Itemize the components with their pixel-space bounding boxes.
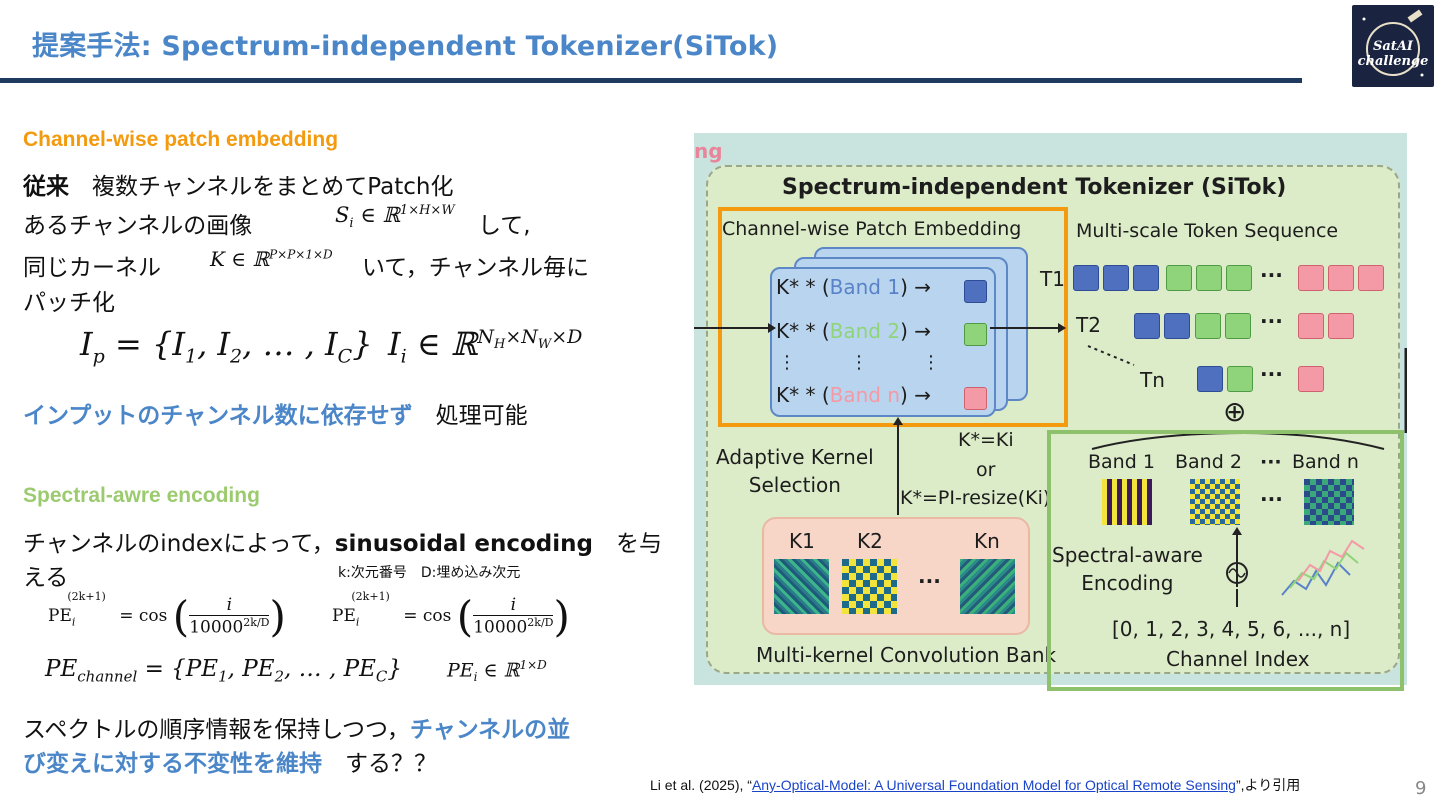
- k-math: K ∈ ℝP×P×1×D: [210, 247, 333, 271]
- kernel-dots: ···: [918, 569, 941, 593]
- concat-oplus-icon: ⊕: [1223, 395, 1247, 428]
- band2-token: [964, 323, 987, 346]
- conventional-text: 複数チャンネルをまとめてPatch化: [92, 174, 454, 200]
- sinusoidal-encoding-term: sinusoidal encoding: [334, 531, 593, 557]
- vertical-dots: ⋮ ⋮ ⋮: [778, 352, 940, 373]
- satai-challenge-logo: SatAI challenge: [1352, 5, 1434, 87]
- band1-encoding-image: [1102, 479, 1152, 525]
- sitok-figure: ng Spectrum-independent Tokenizer (SiTok…: [694, 133, 1407, 685]
- pe-channel-equation: PEchannel = {PE1, PE2, … , PEC}: [45, 656, 402, 686]
- band2-row: K* * (Band 2) →: [776, 319, 931, 343]
- spectral-encoding-highlight-box: [1047, 430, 1404, 691]
- band1-token: [964, 280, 987, 303]
- kernel-k1-label: K1: [789, 529, 815, 553]
- channel-independence-line: インプットのチャンネル数に依存せず 処理可能: [23, 396, 528, 430]
- channel-image-text: あるチャンネルの画像: [23, 213, 253, 239]
- band1-header: Band 1: [1088, 451, 1155, 473]
- patch-card-front: [770, 267, 996, 417]
- bandn-header: Band n: [1292, 451, 1359, 473]
- pe-i-equation: PEi ∈ ℝ1×D: [447, 658, 547, 685]
- figure-arrows: [694, 323, 1407, 607]
- band2-encoding-image: [1190, 479, 1240, 525]
- band-dots-header: ···: [1260, 451, 1282, 473]
- conventional-label: 従来: [23, 174, 69, 200]
- processable-text: 処理可能: [435, 403, 528, 429]
- order-preserving-line: スペクトルの順序情報を保持しつつ，チャンネルの並: [23, 710, 570, 744]
- page-number: 9: [1415, 778, 1427, 799]
- kernel-k1-image: [774, 559, 829, 614]
- kernel-kn-image: [960, 559, 1015, 614]
- slide-title: 提案手法: Spectrum-independent Tokenizer(SiT…: [32, 31, 779, 62]
- t1-label: T1: [1040, 267, 1065, 291]
- logo-graphic: [1362, 9, 1424, 77]
- kernel-k2-label: K2: [857, 529, 883, 553]
- equation-ii: Ii ∈ ℝNH×NW×D: [388, 325, 583, 368]
- spectral-aware-label: Spectral-aware Encoding: [1052, 543, 1203, 595]
- figure-corner-text: ng: [694, 139, 723, 163]
- citation-suffix: ”,より引用: [1235, 777, 1301, 793]
- channel-index-label: Channel Index: [1166, 647, 1310, 671]
- sinusoidal-prefix: チャンネルのindexによって，: [23, 531, 335, 557]
- figure-title: Spectrum-independent Tokenizer (SiTok): [782, 175, 1287, 200]
- patchify-text: パッチ化: [23, 290, 115, 316]
- invariance-highlight-1: チャンネルの並: [409, 717, 571, 743]
- kernel-bank-label: Multi-kernel Convolution Bank: [756, 643, 1057, 667]
- conventional-line: 従来 複数チャンネルをまとめてPatch化: [23, 167, 453, 201]
- dimension-note: k:次元番号 D:埋め込み次元: [338, 565, 521, 581]
- t2-label: T2: [1076, 313, 1101, 337]
- line2-suffix: して,: [478, 213, 531, 239]
- section-heading-patch-embedding: Channel-wise patch embedding: [23, 128, 339, 151]
- channel-index-values: [0, 1, 2, 3, 4, 5, 6, ..., n]: [1112, 617, 1351, 641]
- channel-independence-highlight: インプットのチャンネル数に依存せず: [23, 403, 413, 429]
- bandn-row: K* * (Band n) →: [776, 383, 931, 407]
- logo-line2: challenge: [1357, 54, 1429, 69]
- kernel-rule-or: or: [976, 459, 996, 481]
- bandn-encoding-image: [1304, 479, 1354, 525]
- kernel-kn-label: Kn: [974, 529, 1000, 553]
- kernel-rule-2: K*=PI-resize(Ki): [900, 487, 1051, 509]
- kernel-rule-1: K*=Ki: [958, 429, 1014, 451]
- bandn-token: [964, 387, 987, 410]
- line3-suffix: いて，チャンネル毎に: [362, 255, 590, 281]
- citation-prefix: Li et al. (2025), “: [650, 777, 752, 793]
- band1-row: K* * (Band 1) →: [776, 275, 931, 299]
- si-math: Si ∈ ℝ1×H×W: [335, 203, 455, 232]
- band2-header: Band 2: [1175, 451, 1242, 473]
- invariance-highlight-2: び変えに対する不変性を維持: [23, 751, 322, 777]
- equation-ip: Ip = {I1, I2, … , IC}: [80, 325, 373, 368]
- kernel-k2-image: [842, 559, 897, 614]
- invariance-suffix: する？？: [345, 751, 437, 777]
- logo-line1: SatAI: [1373, 39, 1413, 54]
- sinusoidal-line2: える: [23, 565, 69, 591]
- invariance-line: び変えに対する不変性を維持 する？？: [23, 744, 437, 778]
- paper-link[interactable]: Any-Optical-Model: A Universal Foundatio…: [751, 777, 1236, 793]
- same-kernel-text: 同じカーネル: [23, 255, 161, 281]
- citation: Li et al. (2025), “Any-Optical-Model: A …: [650, 775, 1300, 795]
- section-heading-spectral-encoding: Spectral-awre encoding: [23, 484, 260, 507]
- sinusoidal-line: チャンネルのindexによって，sinusoidal encoding を与: [23, 524, 662, 558]
- channel-image-line: あるチャンネルの画像: [23, 206, 252, 240]
- token-sequence-label: Multi-scale Token Sequence: [1076, 220, 1339, 242]
- adaptive-kernel-label: Adaptive Kernel Selection: [716, 445, 874, 497]
- band-image-dots: ···: [1260, 487, 1283, 511]
- order-preserving-text: スペクトルの順序情報を保持しつつ，: [23, 717, 410, 743]
- sinusoidal-suffix: を与: [615, 531, 662, 557]
- title-underline: [0, 78, 1302, 83]
- tn-label: Tn: [1140, 368, 1165, 392]
- patch-embedding-label: Channel-wise Patch Embedding: [722, 218, 1022, 240]
